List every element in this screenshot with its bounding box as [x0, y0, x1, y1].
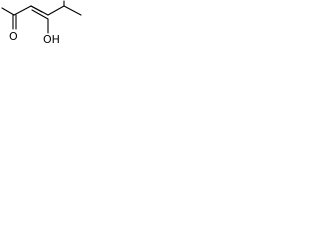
bond-alkene-carbon-to-isopropyl-carbon [47, 5, 65, 16]
bond-isopropyl-to-right-methyl [63, 5, 82, 16]
bond-alkene-double-1 [30, 5, 49, 16]
carbonyl-oxygen-label: O [9, 30, 18, 43]
hydroxyl-label: OH [43, 33, 60, 46]
bond-carbonyl-carbon-to-alkene-carbon [13, 5, 32, 16]
atom-label-layer: O OH [9, 30, 60, 46]
chemical-structure-diagram: O OH [1, 0, 82, 46]
bond-methyl-to-carbonyl-carbon [1, 7, 15, 16]
bond-alkene-double-2 [31, 9, 49, 20]
bond-layer [1, 0, 82, 34]
